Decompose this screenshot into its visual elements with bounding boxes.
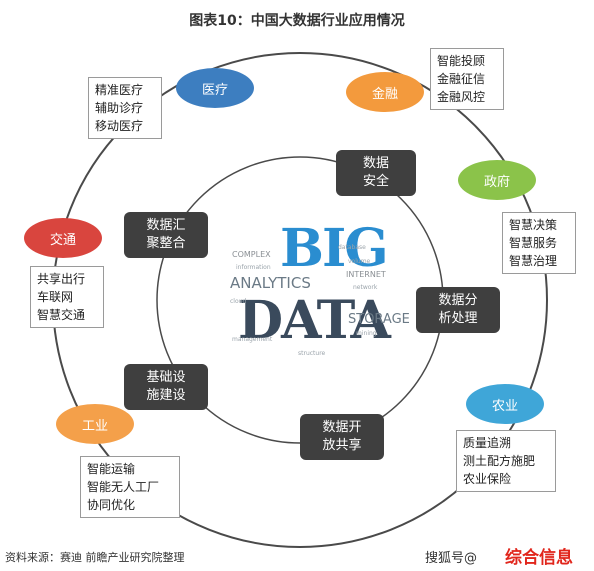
app-item: 质量追溯 — [463, 436, 512, 450]
app-item: 智能运输 — [87, 462, 136, 476]
domain-transport: 交通 — [24, 218, 102, 258]
center-word-internet: INTERNET — [346, 270, 386, 279]
domain-government: 政府 — [458, 160, 536, 200]
app-item: 车联网 — [37, 290, 74, 304]
center-word-data: DATA — [238, 290, 391, 351]
app-item: 金融风控 — [437, 90, 486, 104]
center-word-small-7: database — [338, 244, 366, 251]
apps-medical: 精准医疗 辅助诊疗 移动医疗 — [88, 77, 162, 139]
big-data-word-cloud: COMPLEX ANALYTICS BIG INTERNET DATA STOR… — [228, 218, 418, 368]
center-word-small-4: mining — [356, 330, 377, 337]
app-item: 辅助诊疗 — [95, 101, 144, 115]
apps-transport: 共享出行 车联网 智慧交通 — [30, 266, 104, 328]
center-word-small-0: information — [236, 264, 271, 271]
stage-data-aggregation: 数据汇 聚整合 — [124, 212, 208, 258]
apps-finance: 智能投顾 金融征信 金融风控 — [430, 48, 504, 110]
stage-data-security: 数据 安全 — [336, 150, 416, 196]
apps-agriculture: 质量追溯 测土配方施肥 农业保险 — [456, 430, 556, 492]
app-item: 移动医疗 — [95, 119, 144, 133]
domain-medical: 医疗 — [176, 68, 254, 108]
domain-agriculture: 农业 — [466, 384, 544, 424]
center-word-complex: COMPLEX — [232, 250, 271, 259]
app-item: 智慧治理 — [509, 254, 558, 268]
watermark-brand: 综合信息 — [505, 548, 573, 568]
center-word-small-6: management — [232, 336, 273, 343]
watermark-prefix: 搜狐号@ — [425, 551, 478, 566]
center-word-small-3: cloud — [230, 298, 247, 305]
app-item: 精准医疗 — [95, 83, 144, 97]
center-word-small-5: structure — [298, 350, 326, 357]
chart-title: 图表10：中国大数据行业应用情况 — [189, 13, 405, 29]
app-item: 智能投顾 — [437, 54, 486, 68]
domain-industry: 工业 — [56, 404, 134, 444]
apps-government: 智慧决策 智慧服务 智慧治理 — [502, 212, 576, 274]
app-item: 协同优化 — [87, 498, 136, 512]
stage-data-sharing: 数据开 放共享 — [300, 414, 384, 460]
center-word-analytics: ANALYTICS — [230, 274, 311, 292]
apps-industry: 智能运输 智能无人工厂 协同优化 — [80, 456, 180, 518]
app-item: 智能无人工厂 — [87, 480, 160, 494]
app-item: 测土配方施肥 — [463, 454, 536, 468]
domain-finance: 金融 — [346, 72, 424, 112]
stage-data-analysis: 数据分 析处理 — [416, 287, 500, 333]
app-item: 农业保险 — [463, 472, 512, 486]
center-word-small-2: network — [353, 284, 378, 291]
app-item: 智慧交通 — [37, 308, 86, 322]
app-item: 共享出行 — [37, 272, 86, 286]
source-note: 资料来源：赛迪 前瞻产业研究院整理 — [5, 551, 185, 564]
center-word-storage: STORAGE — [348, 312, 410, 327]
center-word-big: BIG — [280, 218, 389, 279]
app-item: 智慧服务 — [509, 236, 558, 250]
app-item: 智慧决策 — [509, 218, 558, 232]
app-item: 金融征信 — [437, 72, 486, 86]
stage-infrastructure: 基础设 施建设 — [124, 364, 208, 410]
center-word-small-1: volume — [348, 258, 371, 265]
